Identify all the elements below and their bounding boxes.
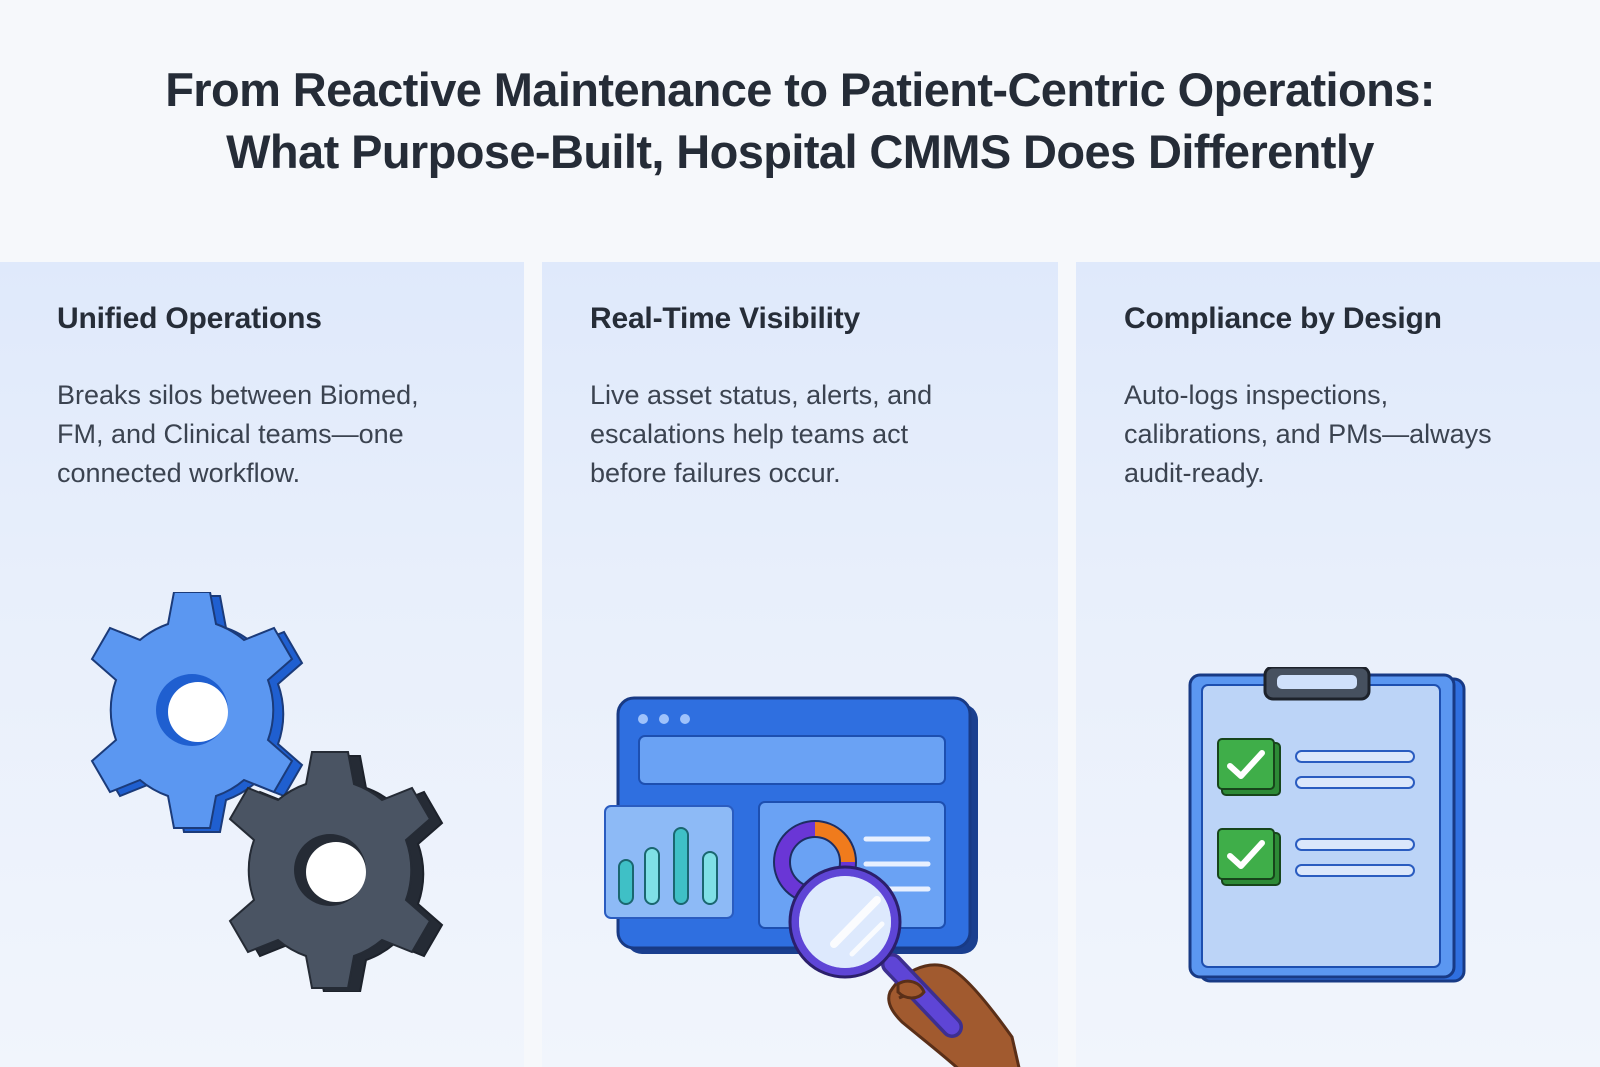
card-title: Real-Time Visibility bbox=[590, 302, 860, 335]
card-description: Auto-logs inspections, calibrations, and… bbox=[1124, 376, 1564, 493]
card-description: Breaks silos between Biomed, FM, and Cli… bbox=[57, 376, 497, 493]
card-title: Unified Operations bbox=[57, 302, 322, 335]
card-description-line: escalations help teams act bbox=[590, 419, 909, 449]
page-title-line-2: What Purpose-Built, Hospital CMMS Does D… bbox=[226, 125, 1374, 178]
card-real-time-visibility: Real-Time Visibility Live asset status, … bbox=[542, 262, 1058, 1067]
card-compliance-by-design: Compliance by Design Auto-logs inspectio… bbox=[1076, 262, 1600, 1067]
page-title-line-1: From Reactive Maintenance to Patient-Cen… bbox=[165, 63, 1435, 116]
gears-icon bbox=[91, 592, 443, 992]
card-description-line: FM, and Clinical teams—one bbox=[57, 419, 404, 449]
card-description-line: Live asset status, alerts, and bbox=[590, 380, 933, 410]
card-description-line: calibrations, and PMs—always bbox=[1124, 419, 1492, 449]
card-description-line: Breaks silos between Biomed, bbox=[57, 380, 419, 410]
card-description-line: before failures occur. bbox=[590, 458, 841, 488]
card-title: Compliance by Design bbox=[1124, 302, 1442, 335]
dashboard-magnifier-icon bbox=[604, 696, 1021, 1067]
card-unified-operations: Unified Operations Breaks silos between … bbox=[0, 262, 524, 1067]
card-description-line: audit-ready. bbox=[1124, 458, 1265, 488]
card-description-line: connected workflow. bbox=[57, 458, 301, 488]
card-description: Live asset status, alerts, and escalatio… bbox=[590, 376, 1030, 493]
clipboard-checklist-icon bbox=[1188, 667, 1466, 983]
page-header: From Reactive Maintenance to Patient-Cen… bbox=[0, 0, 1600, 262]
card-description-line: Auto-logs inspections, bbox=[1124, 380, 1389, 410]
